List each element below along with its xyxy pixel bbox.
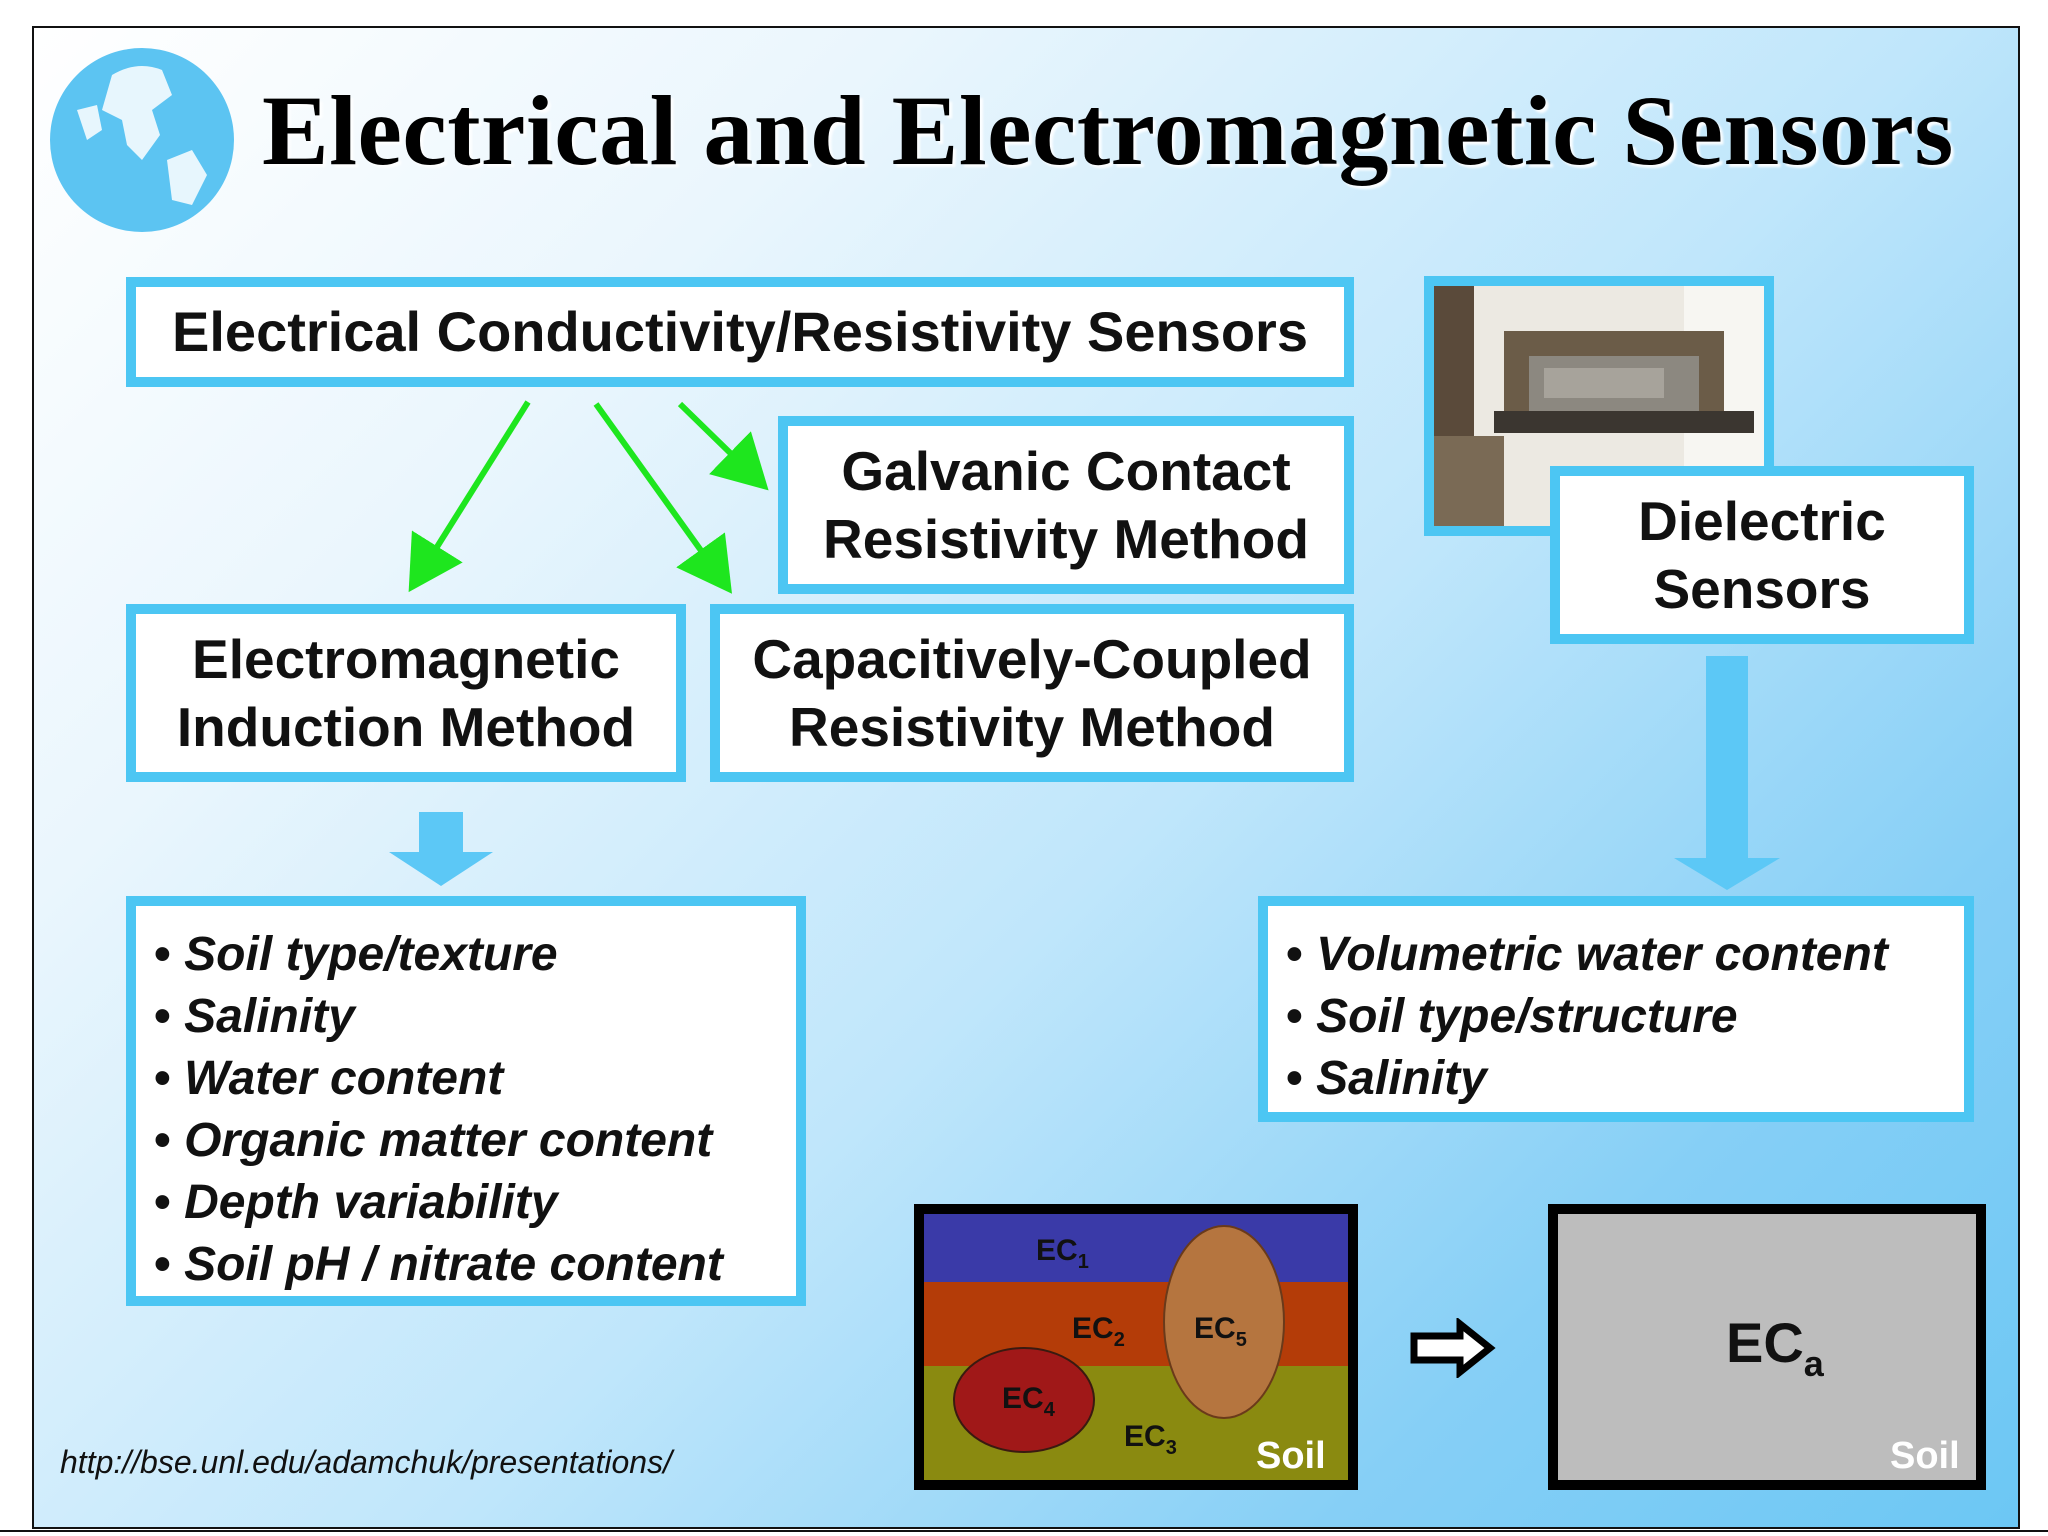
dielectric-label-line1: Dielectric [1638, 490, 1886, 552]
dielectric-label-line2: Sensors [1653, 558, 1871, 620]
capacitive-label-line1: Capacitively-Coupled [752, 628, 1312, 690]
list-item: Soil type/texture [154, 924, 796, 986]
list-item: Organic matter content [154, 1110, 796, 1172]
list-item: Salinity [154, 986, 796, 1048]
emi-label-line2: Induction Method [176, 696, 636, 758]
ellipse-ec4 [953, 1347, 1095, 1453]
label-eca: ECa [1726, 1311, 1825, 1384]
list-item: Soil pH / nitrate content [154, 1234, 796, 1296]
ec-properties-list: Soil type/texture Salinity Water content… [126, 896, 806, 1306]
dielectric-box: Dielectric Sensors [1550, 466, 1974, 644]
soil-layer-top [924, 1214, 1348, 1282]
ellipse-ec5 [1163, 1225, 1285, 1419]
apparent-ec-diagram: ECa Soil [1548, 1204, 1986, 1490]
soil-label-right: Soil [1890, 1435, 1960, 1477]
label-ec3: EC3 [1124, 1420, 1177, 1459]
label-ec4: EC4 [1002, 1382, 1056, 1421]
implies-arrow-icon [1410, 1318, 1496, 1378]
globe-icon [50, 48, 234, 232]
bottom-rule [0, 1530, 2048, 1532]
emi-label-line1: Electromagnetic [192, 628, 620, 690]
list-item: Depth variability [154, 1172, 796, 1234]
slide-title: Electrical and Electromagnetic Sensors [262, 75, 1954, 186]
galvanic-box: Galvanic Contact Resistivity Method [778, 416, 1354, 594]
dielectric-properties-list: Volumetric water content Soil type/struc… [1258, 896, 1974, 1122]
galvanic-label-line2: Resistivity Method [823, 508, 1309, 570]
list-item: Soil type/structure [1286, 986, 1964, 1048]
capacitive-label-line2: Resistivity Method [789, 696, 1275, 758]
soil-label-left: Soil [1256, 1435, 1326, 1477]
list-item: Salinity [1286, 1048, 1964, 1110]
emi-box: Electromagnetic Induction Method [126, 604, 686, 782]
label-ec5: EC5 [1194, 1312, 1247, 1351]
label-ec2: EC2 [1072, 1312, 1125, 1351]
label-ec1: EC1 [1036, 1234, 1089, 1273]
list-item: Water content [154, 1048, 796, 1110]
capacitive-box: Capacitively-Coupled Resistivity Method [710, 604, 1354, 782]
ec-sensors-label: Electrical Conductivity/Resistivity Sens… [172, 300, 1308, 363]
layered-soil-diagram: EC1 EC2 EC5 EC4 EC3 Soil [914, 1204, 1358, 1490]
galvanic-label-line1: Galvanic Contact [841, 440, 1291, 502]
list-item: Volumetric water content [1286, 924, 1964, 986]
ec-sensors-box: Electrical Conductivity/Resistivity Sens… [126, 277, 1354, 387]
source-url: http://bse.unl.edu/adamchuk/presentation… [60, 1444, 672, 1480]
dielectric-sensor-photo [1424, 276, 1774, 536]
